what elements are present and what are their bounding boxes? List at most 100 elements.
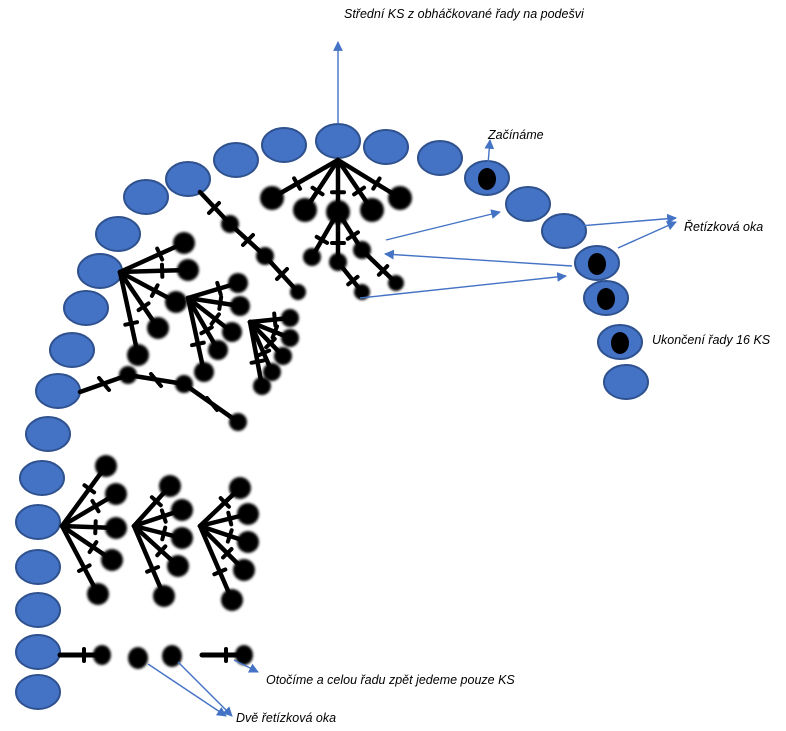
sc-crossbar	[123, 320, 140, 327]
sc-stem	[117, 240, 187, 275]
annotation-arrow	[233, 659, 259, 673]
sc-crossbar	[212, 567, 228, 577]
sc-stem	[59, 463, 109, 529]
sc-dot	[105, 517, 127, 539]
sc-dot	[281, 309, 299, 327]
chain-dot	[128, 647, 148, 669]
sc-stem	[117, 267, 191, 275]
sc-crossbar	[371, 176, 382, 191]
sc-crossbar	[221, 547, 234, 560]
annotation-arrow	[385, 209, 501, 241]
sc-dot	[95, 455, 117, 477]
annotation-arrow	[384, 249, 573, 267]
sc-dot	[260, 186, 284, 210]
sc-crossbar	[225, 528, 234, 544]
base-oval	[165, 161, 211, 197]
sc-crossbar	[346, 274, 360, 287]
sc-dot	[173, 232, 195, 254]
sc-crossbar	[160, 525, 168, 542]
sc-dot	[263, 363, 281, 381]
sc-crossbar	[90, 498, 101, 514]
base-oval	[25, 416, 71, 452]
base-chain-ovals	[15, 123, 649, 710]
sc-dot	[388, 186, 412, 210]
sc-crossbar	[149, 495, 163, 508]
annotation-arrow	[177, 661, 233, 717]
sc-crossbar	[264, 336, 277, 350]
sc-crossbar	[376, 264, 390, 277]
sc-crossbar	[292, 176, 303, 191]
chain-dot	[597, 288, 615, 310]
sc-dot	[171, 527, 193, 549]
base-oval	[213, 142, 259, 178]
sc-crossbar	[345, 230, 360, 241]
sc-dot	[229, 477, 251, 499]
base-oval	[15, 592, 61, 628]
chain-dot	[611, 332, 629, 354]
sc-dot	[230, 296, 250, 316]
label-two-chains: Dvě řetízková oka	[236, 711, 336, 725]
base-oval	[49, 332, 95, 368]
base-oval	[261, 127, 307, 163]
chain-dot	[290, 284, 306, 300]
sc-dot	[208, 340, 228, 360]
sc-dot	[221, 589, 243, 611]
sc-dot	[153, 585, 175, 607]
sc-dot	[303, 248, 321, 266]
chain-dot	[93, 645, 111, 665]
sc-stem	[269, 157, 341, 201]
base-oval	[123, 179, 169, 215]
sc-dot	[105, 483, 127, 505]
chain-crossbar	[205, 396, 219, 412]
stitch-symbols	[57, 157, 412, 669]
sc-dot	[237, 531, 259, 553]
sc-dot	[228, 273, 248, 293]
chain-crossbar	[97, 376, 111, 392]
sc-dot	[87, 583, 109, 605]
sc-crossbar	[87, 540, 99, 555]
base-oval	[77, 253, 123, 289]
annotation-arrow	[554, 213, 677, 229]
sc-dot	[274, 347, 292, 365]
chain-crossbar	[275, 267, 289, 281]
sc-crossbar	[218, 496, 231, 509]
sc-dot	[222, 322, 242, 342]
chain-dot	[162, 645, 182, 667]
base-oval	[63, 290, 109, 326]
label-chain-stitches: Řetízková oka	[684, 219, 763, 234]
annotation-labels: Střední KS z obháčkované řady na podešvi…	[236, 7, 771, 725]
chain-dot	[235, 645, 253, 665]
sc-crossbar	[145, 565, 161, 574]
label-start: Začínáme	[487, 128, 544, 142]
base-oval	[363, 129, 409, 165]
sc-dot	[237, 503, 259, 525]
sc-crossbar	[155, 544, 168, 558]
base-oval	[315, 123, 361, 159]
sc-crossbar	[249, 358, 266, 365]
sc-dot	[171, 499, 193, 521]
sc-crossbar	[209, 312, 221, 326]
base-oval	[541, 213, 587, 249]
sc-dot	[194, 362, 214, 382]
sc-dot	[281, 329, 299, 347]
sc-dot	[253, 377, 271, 395]
sc-stem	[131, 523, 167, 599]
base-oval	[15, 504, 61, 540]
sc-stem	[197, 523, 235, 603]
sc-crossbar	[314, 234, 330, 245]
sc-crossbar	[270, 324, 280, 340]
sc-dot	[147, 317, 169, 339]
sc-dot	[177, 259, 199, 281]
sc-dot	[388, 275, 404, 291]
sc-dot	[127, 344, 149, 366]
base-oval	[15, 634, 61, 670]
base-oval	[19, 460, 65, 496]
sc-dot	[167, 555, 189, 577]
sc-crossbar	[310, 185, 325, 197]
sc-stem	[185, 295, 221, 353]
sc-crossbar	[159, 508, 168, 524]
sc-crossbar	[77, 563, 92, 573]
sc-crossbar	[256, 348, 272, 358]
